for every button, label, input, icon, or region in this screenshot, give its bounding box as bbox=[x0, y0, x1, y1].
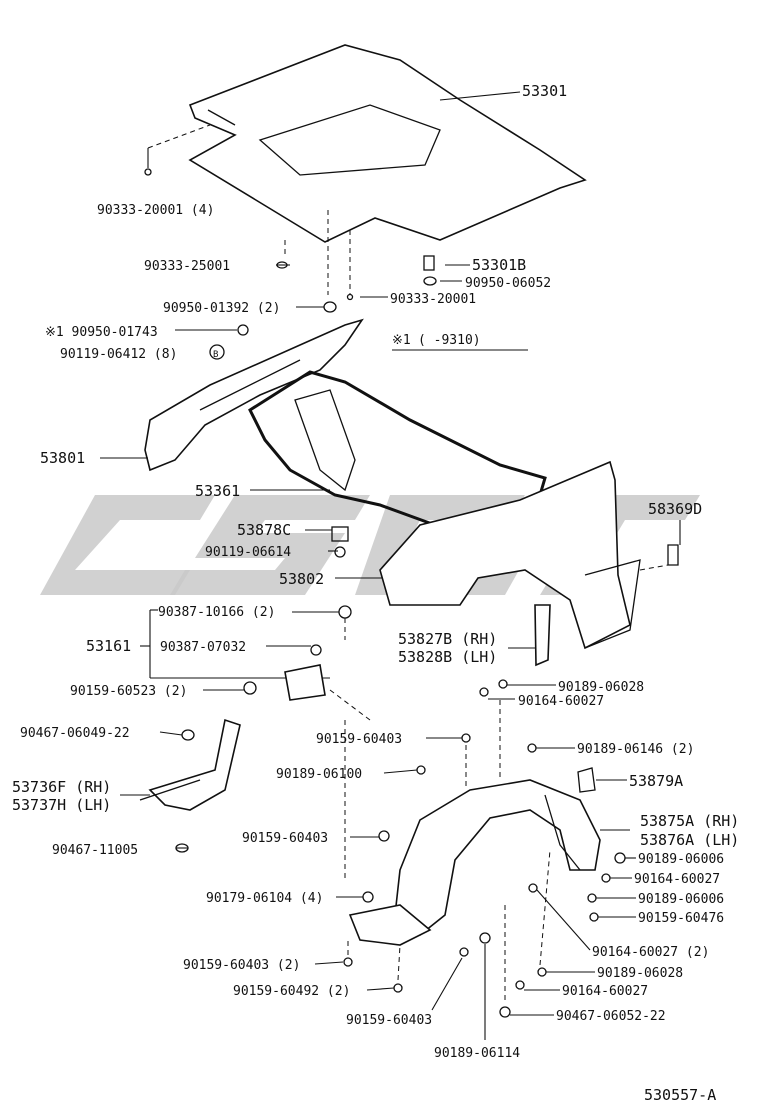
bolt-icon bbox=[515, 980, 525, 990]
note-range: ( -9310) bbox=[418, 333, 481, 348]
bolt-icon bbox=[393, 983, 403, 993]
label-90189-06006-b: 90189-06006 bbox=[638, 892, 724, 907]
note-symbol: ※1 bbox=[392, 333, 411, 348]
bumper-stop-icon bbox=[423, 255, 435, 271]
label-90467-06049-22: 90467-06049-22 bbox=[20, 726, 130, 741]
label-90333-20001: 90333-20001 bbox=[390, 292, 476, 307]
label-90467-06052-22: 90467-06052-22 bbox=[556, 1009, 666, 1024]
bolt-icon bbox=[589, 912, 599, 922]
bolt-icon bbox=[527, 743, 537, 753]
label-90189-06146: 90189-06146 (2) bbox=[577, 742, 694, 757]
label-53161: 53161 bbox=[86, 637, 131, 655]
bolt-icon bbox=[459, 947, 469, 957]
label-90189-06028-b: 90189-06028 bbox=[597, 966, 683, 981]
clip-icon bbox=[144, 168, 152, 176]
label-90164-60027-b: 90164-60027 bbox=[634, 872, 720, 887]
clip-icon bbox=[181, 729, 195, 741]
label-53801: 53801 bbox=[40, 449, 85, 467]
label-90387-10166: 90387-10166 (2) bbox=[158, 605, 275, 620]
diagram-id: 530557-A bbox=[644, 1086, 716, 1104]
nut-icon bbox=[362, 891, 374, 903]
liner-bracket bbox=[348, 904, 432, 946]
bolt-icon bbox=[601, 873, 611, 883]
label-53361: 53361 bbox=[195, 482, 240, 500]
bracket-icon bbox=[667, 544, 679, 566]
bolt-icon bbox=[479, 932, 491, 944]
label-53879a: 53879A bbox=[629, 772, 683, 790]
label-53875a: 53875A (RH) bbox=[640, 812, 739, 830]
bolt-icon bbox=[461, 733, 471, 743]
label-90950-01743: ※1 90950-01743 bbox=[45, 325, 158, 340]
label-90950-01392: 90950-01392 (2) bbox=[163, 301, 280, 316]
label-53827b: 53827B (RH) bbox=[398, 630, 497, 648]
bolt-icon bbox=[343, 957, 353, 967]
bolt-icon bbox=[479, 687, 489, 697]
label-90159-60523: 90159-60523 (2) bbox=[70, 684, 187, 699]
label-90333-20001-4: 90333-20001 (4) bbox=[97, 203, 214, 218]
label-90189-06100: 90189-06100 bbox=[276, 767, 362, 782]
clip-icon bbox=[346, 293, 354, 301]
label-90159-60476: 90159-60476 bbox=[638, 911, 724, 926]
front-fender bbox=[379, 460, 641, 650]
badge-b-label: B bbox=[213, 350, 218, 360]
cushion-icon bbox=[423, 276, 437, 286]
nut-icon bbox=[338, 605, 352, 619]
fender-liner bbox=[394, 779, 601, 937]
label-90189-06028-a: 90189-06028 bbox=[558, 680, 644, 695]
bolt-icon bbox=[243, 681, 257, 695]
badge-b-icon bbox=[209, 344, 225, 360]
label-53737h: 53737H (LH) bbox=[12, 796, 111, 814]
label-90159-60403-b: 90159-60403 bbox=[242, 831, 328, 846]
label-90159-60403-d: 90159-60403 bbox=[346, 1013, 432, 1028]
lock-bracket bbox=[284, 664, 326, 701]
label-53828b: 53828B (LH) bbox=[398, 648, 497, 666]
hood-hinge bbox=[144, 318, 364, 472]
bolt-icon bbox=[378, 830, 390, 842]
bolt-icon bbox=[498, 679, 508, 689]
label-90159-60403-c: 90159-60403 (2) bbox=[183, 958, 300, 973]
label-90179-06104: 90179-06104 (4) bbox=[206, 891, 323, 906]
label-53736f: 53736F (RH) bbox=[12, 778, 111, 796]
label-53301: 53301 bbox=[522, 82, 567, 100]
label-90164-60027-a: 90164-60027 bbox=[518, 694, 604, 709]
label-90467-11005: 90467-11005 bbox=[52, 843, 138, 858]
label-90950-06052: 90950-06052 bbox=[465, 276, 551, 291]
label-53876a: 53876A (LH) bbox=[640, 831, 739, 849]
label-90164-60027-d: 90164-60027 bbox=[562, 984, 648, 999]
label-90159-60492: 90159-60492 (2) bbox=[233, 984, 350, 999]
bolt-icon bbox=[334, 546, 346, 558]
label-53301b: 53301B bbox=[472, 256, 526, 274]
label-90189-06114: 90189-06114 bbox=[434, 1046, 520, 1061]
bolt-icon bbox=[416, 765, 426, 775]
bolt-icon bbox=[537, 967, 547, 977]
label-90159-60403-a: 90159-60403 bbox=[316, 732, 402, 747]
nut-icon bbox=[310, 644, 322, 656]
clip-icon bbox=[499, 1006, 511, 1018]
label-53802: 53802 bbox=[279, 570, 324, 588]
bolt-icon bbox=[528, 883, 538, 893]
label-90333-25001: 90333-25001 bbox=[144, 259, 230, 274]
fender-seal bbox=[534, 604, 551, 667]
label-58369d: 58369D bbox=[648, 500, 702, 518]
bolt-icon bbox=[587, 893, 597, 903]
nut-icon bbox=[323, 301, 337, 313]
clip-icon bbox=[577, 767, 596, 793]
label-53878c: 53878C bbox=[237, 521, 291, 539]
engine-under-cover bbox=[139, 718, 241, 811]
label-90164-60027-c: 90164-60027 (2) bbox=[592, 945, 709, 960]
label-90119-06614: 90119-06614 bbox=[205, 545, 291, 560]
cap-icon bbox=[237, 324, 249, 336]
label-90387-07032: 90387-07032 bbox=[160, 640, 246, 655]
bracket-icon bbox=[331, 526, 349, 542]
label-90189-06006-a: 90189-06006 bbox=[638, 852, 724, 867]
bolt-icon bbox=[614, 852, 626, 864]
hood-panel bbox=[188, 44, 587, 243]
label-90119-06412: 90119-06412 (8) bbox=[60, 347, 177, 362]
